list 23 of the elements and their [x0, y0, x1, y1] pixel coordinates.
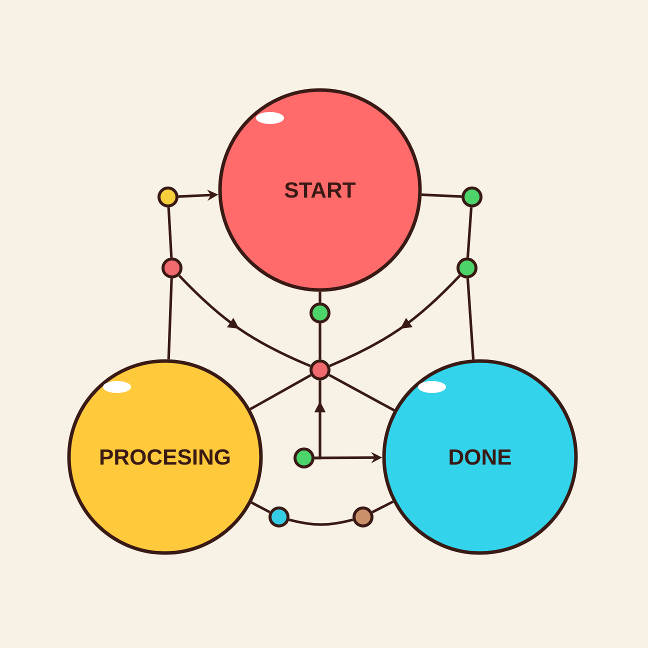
connector-line: [288, 518, 354, 526]
junction-dot: [310, 302, 330, 324]
arrow: [178, 274, 311, 368]
junction-dot: [456, 258, 478, 278]
connector-line: [250, 501, 270, 514]
connector-line: [466, 207, 473, 258]
connector-line: [466, 278, 475, 360]
junction-dot: [462, 186, 482, 208]
connector-line: [250, 374, 312, 410]
junction-dot: [268, 506, 290, 528]
junction-dot: [158, 186, 178, 208]
connector-line: [167, 207, 173, 258]
connector-line: [422, 193, 462, 198]
connector-line: [318, 292, 322, 302]
connector-line: [167, 278, 173, 360]
junction-dot: [310, 360, 330, 380]
connector-line: [318, 324, 322, 360]
connector-line: [372, 500, 394, 514]
junction-dot: [162, 258, 182, 278]
arrow: [329, 274, 461, 368]
junction-dot: [352, 506, 374, 528]
junction-dot: [294, 448, 314, 468]
connector-line: [328, 374, 395, 412]
